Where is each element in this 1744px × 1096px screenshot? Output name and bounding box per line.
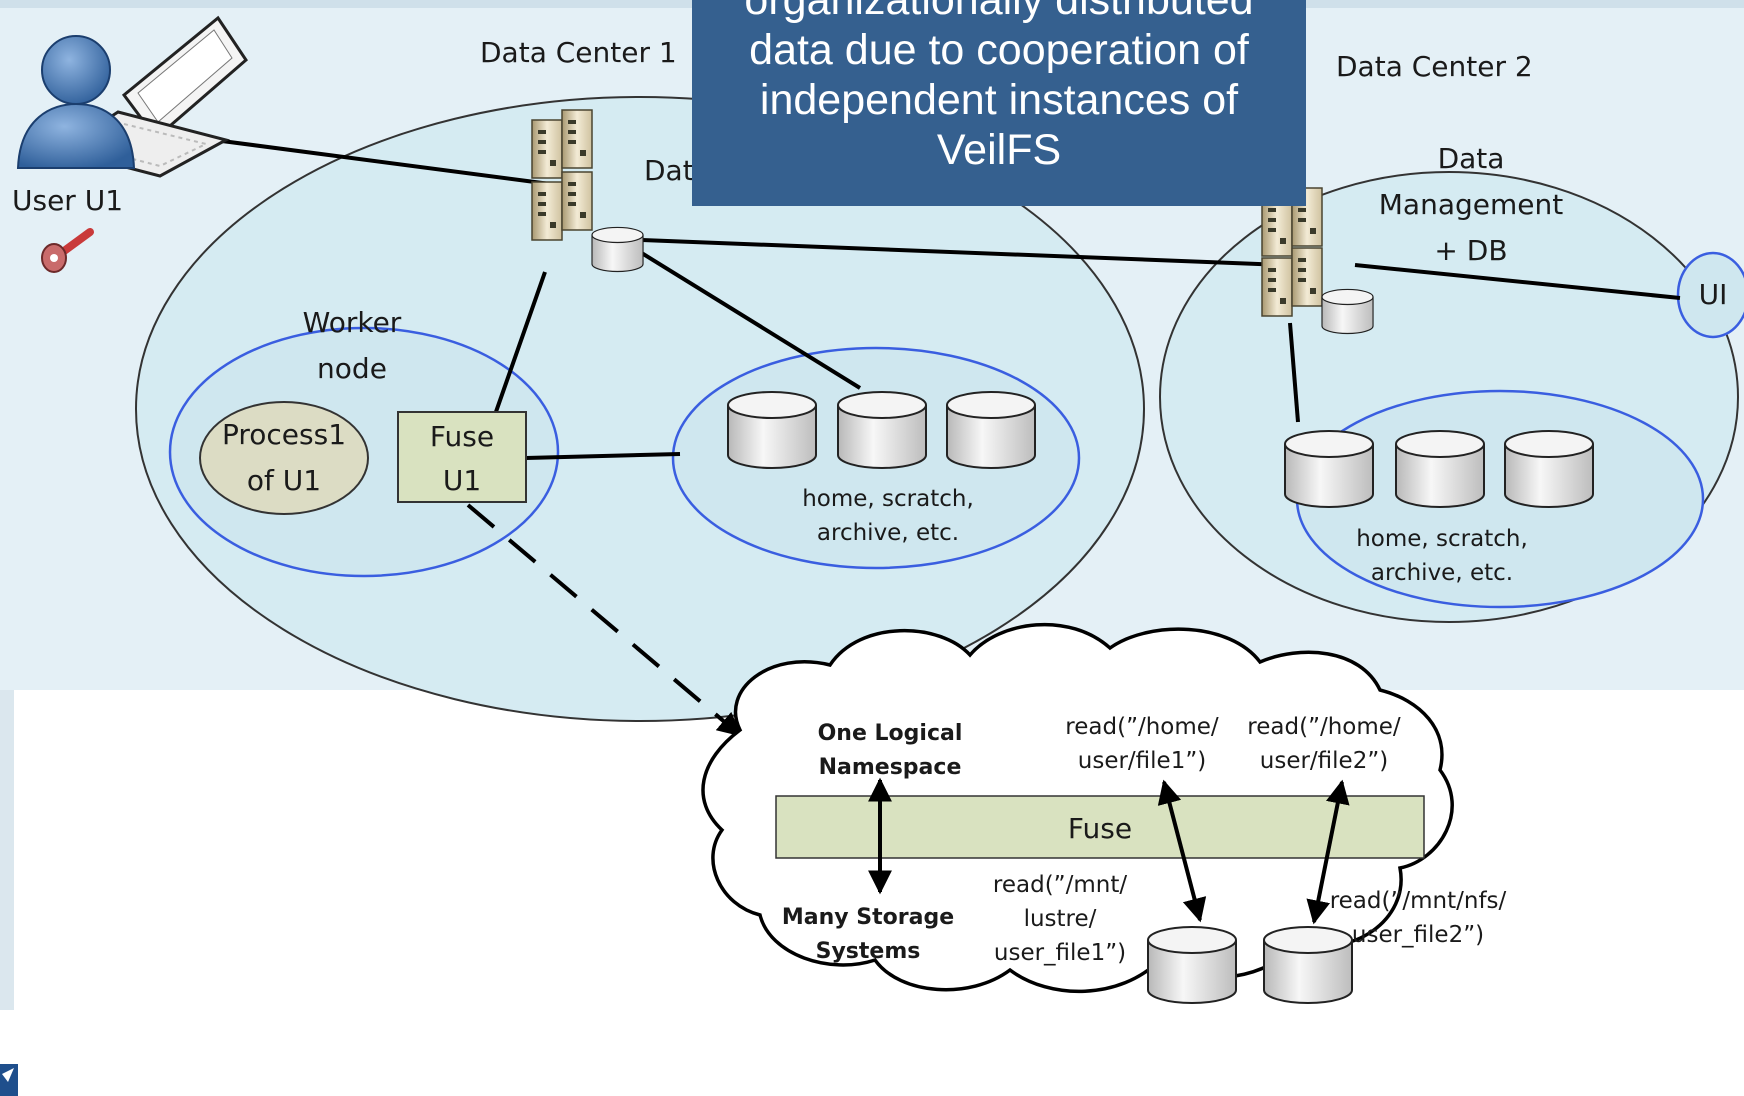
namespace-line-1: One Logical: [818, 721, 963, 746]
worker-node-line-1: Worker: [303, 306, 402, 339]
callout-line-2: data due to cooperation of: [749, 26, 1249, 74]
callout-box: organizationally distributed data due to…: [692, 0, 1306, 206]
data-center-1-title: Data Center 1: [480, 36, 677, 69]
ui-label: UI: [1699, 278, 1728, 311]
read-home-file1-line-2: user/file1”): [1078, 748, 1206, 774]
storage-dc1-line-1: home, scratch,: [802, 486, 974, 512]
key-icon: [41, 228, 94, 273]
process-node: [199, 401, 369, 515]
management-line-3: + DB: [1434, 234, 1507, 267]
storage-dc2-line-2: archive, etc.: [1371, 560, 1513, 586]
storage-dc2-line-1: home, scratch,: [1356, 526, 1528, 552]
fuse-node-line-2: U1: [443, 464, 481, 497]
user-icon: [16, 35, 136, 169]
read-mnt-nfs-line-2: user_file2”): [1352, 922, 1484, 948]
storage-disks-dc1-icon: [727, 391, 1036, 469]
read-home-file2-line-2: user/file2”): [1260, 748, 1388, 774]
storage-disks-dc2-icon: [1284, 430, 1594, 508]
user-label: User U1: [12, 184, 123, 217]
callout-line-4: VeilFS: [936, 126, 1062, 174]
read-home-file2-line-1: read(”/home/: [1247, 714, 1401, 740]
callout-line-1: organizationally distributed: [744, 0, 1254, 24]
logo-fragment-icon: [0, 1064, 18, 1096]
worker-node-line-2: node: [317, 352, 387, 385]
storage-dc1-line-2: archive, etc.: [817, 520, 959, 546]
ui-node: [1676, 251, 1744, 339]
fuse-zoom-arrow: [466, 503, 742, 737]
process-line-1: Process1: [222, 418, 346, 451]
read-mnt-nfs-line-1: read(”/mnt/nfs/: [1330, 888, 1507, 914]
namespace-line-2: Namespace: [819, 755, 962, 780]
fuse-node-line-1: Fuse: [430, 420, 494, 453]
read-mnt-lustre-line-1: read(”/mnt/: [993, 872, 1127, 898]
read-home-file1-line-1: read(”/home/: [1065, 714, 1219, 740]
management-line-1: Data: [1438, 142, 1505, 175]
storage-systems-line-1: Many Storage: [782, 905, 954, 930]
management-line-2: Management: [1379, 188, 1563, 221]
read-mnt-lustre-line-2: lustre/: [1024, 906, 1097, 932]
read-mnt-lustre-line-3: user_file1”): [994, 940, 1126, 966]
fuse-layer-label: Fuse: [1068, 812, 1132, 845]
process-line-2: of U1: [247, 464, 321, 497]
fuse-node: [397, 411, 527, 503]
storage-systems-line-2: Systems: [816, 939, 921, 964]
data-center-2-title: Data Center 2: [1336, 50, 1533, 83]
data-management-label-dc1: Dat: [644, 154, 694, 187]
read-arrows: [868, 777, 1350, 925]
callout-line-3: independent instances of: [759, 76, 1239, 124]
